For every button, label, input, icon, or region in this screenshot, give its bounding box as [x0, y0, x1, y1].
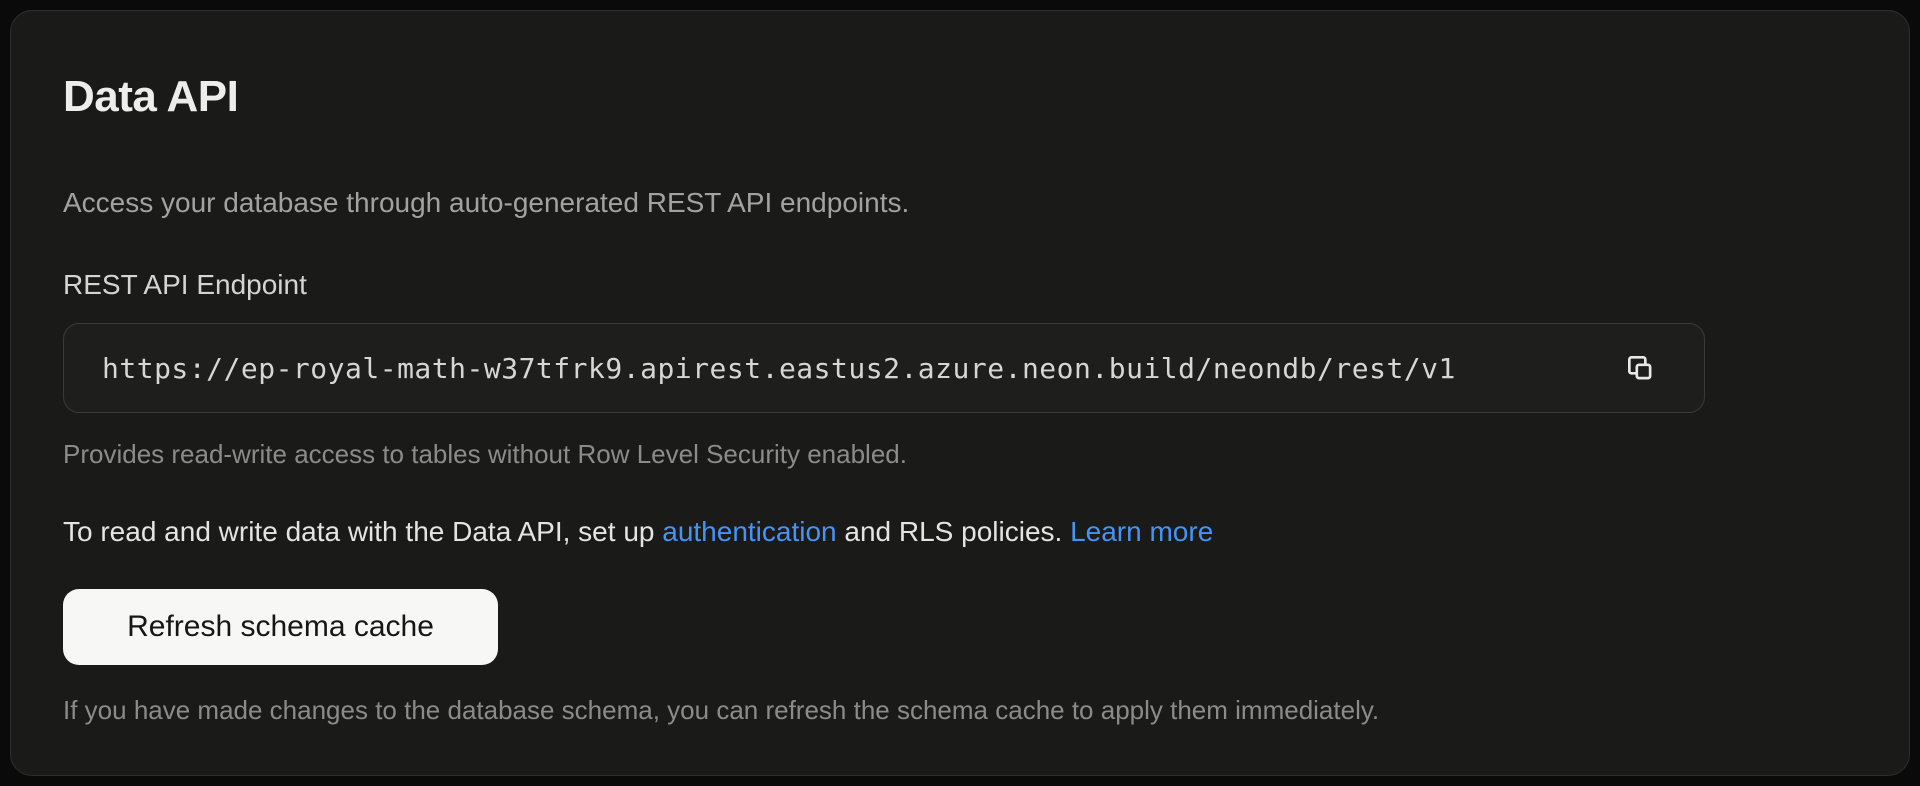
page-title: Data API	[63, 72, 239, 121]
endpoint-url-field[interactable]: https://ep-royal-math-w37tfrk9.apirest.e…	[63, 323, 1705, 413]
refresh-schema-cache-button[interactable]: Refresh schema cache	[63, 589, 498, 665]
endpoint-helper-text: Provides read-write access to tables wit…	[63, 439, 907, 469]
rls-note-middle: and RLS policies.	[836, 516, 1071, 547]
rls-note-prefix: To read and write data with the Data API…	[63, 516, 663, 547]
endpoint-url-value[interactable]: https://ep-royal-math-w37tfrk9.apirest.e…	[102, 351, 1456, 385]
copy-icon	[1624, 352, 1656, 384]
panel-description: Access your database through auto-genera…	[63, 187, 910, 218]
refresh-helper-text: If you have made changes to the database…	[63, 695, 1380, 725]
endpoint-label: REST API Endpoint	[63, 269, 307, 300]
authentication-link[interactable]: authentication	[662, 516, 837, 547]
learn-more-link[interactable]: Learn more	[1070, 516, 1214, 547]
data-api-panel: Data API Access your database through au…	[10, 10, 1910, 776]
copy-endpoint-button[interactable]	[1616, 344, 1664, 392]
rls-note: To read and write data with the Data API…	[63, 513, 1857, 551]
